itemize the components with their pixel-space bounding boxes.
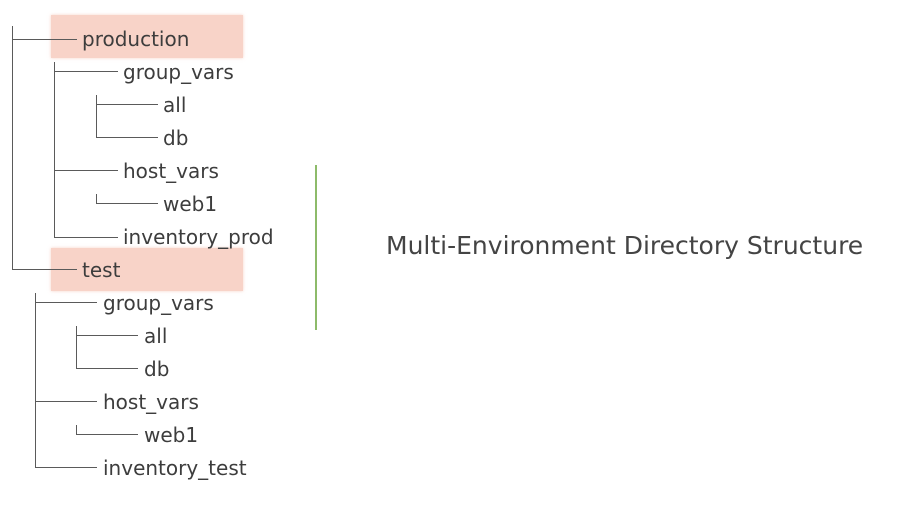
production-group-vars-vertical-line [96, 95, 97, 137]
test-group-vars-vertical-line [76, 326, 77, 368]
test-web1-connector [76, 434, 138, 435]
test-all-label: all [144, 324, 168, 348]
diagram-title: Multi-Environment Directory Structure [386, 231, 864, 260]
production-group-vars-label: group_vars [123, 60, 234, 84]
production-highlight [51, 15, 243, 58]
production-group-vars-connector [54, 71, 118, 72]
root-vertical-line [12, 26, 13, 269]
test-db-label: db [144, 357, 170, 381]
test-group-vars-label: group_vars [103, 291, 214, 315]
production-host-vars-vertical-line [96, 194, 97, 203]
production-inventory-label: inventory_prod [123, 225, 274, 249]
test-inventory-connector [35, 467, 97, 468]
production-host-vars-label: host_vars [123, 159, 219, 183]
test-all-connector [76, 335, 138, 336]
production-connector [12, 39, 77, 40]
test-host-vars-connector [35, 401, 97, 402]
test-db-connector [76, 368, 138, 369]
test-web1-label: web1 [144, 423, 199, 447]
production-web1-connector [96, 203, 158, 204]
production-all-label: all [163, 93, 187, 117]
production-host-vars-connector [54, 170, 118, 171]
test-folder-label: test [82, 258, 121, 282]
test-inventory-label: inventory_test [103, 456, 247, 480]
test-highlight [51, 248, 243, 291]
production-inventory-connector [54, 237, 118, 238]
production-all-connector [96, 104, 158, 105]
test-connector [12, 269, 77, 270]
test-vertical-line [35, 293, 36, 467]
production-db-connector [96, 137, 158, 138]
test-group-vars-connector [35, 302, 97, 303]
section-divider [315, 165, 317, 330]
production-folder-label: production [82, 27, 190, 51]
production-web1-label: web1 [163, 192, 218, 216]
production-vertical-line [54, 62, 55, 237]
test-host-vars-label: host_vars [103, 390, 199, 414]
production-db-label: db [163, 126, 189, 150]
test-host-vars-vertical-line [76, 425, 77, 434]
